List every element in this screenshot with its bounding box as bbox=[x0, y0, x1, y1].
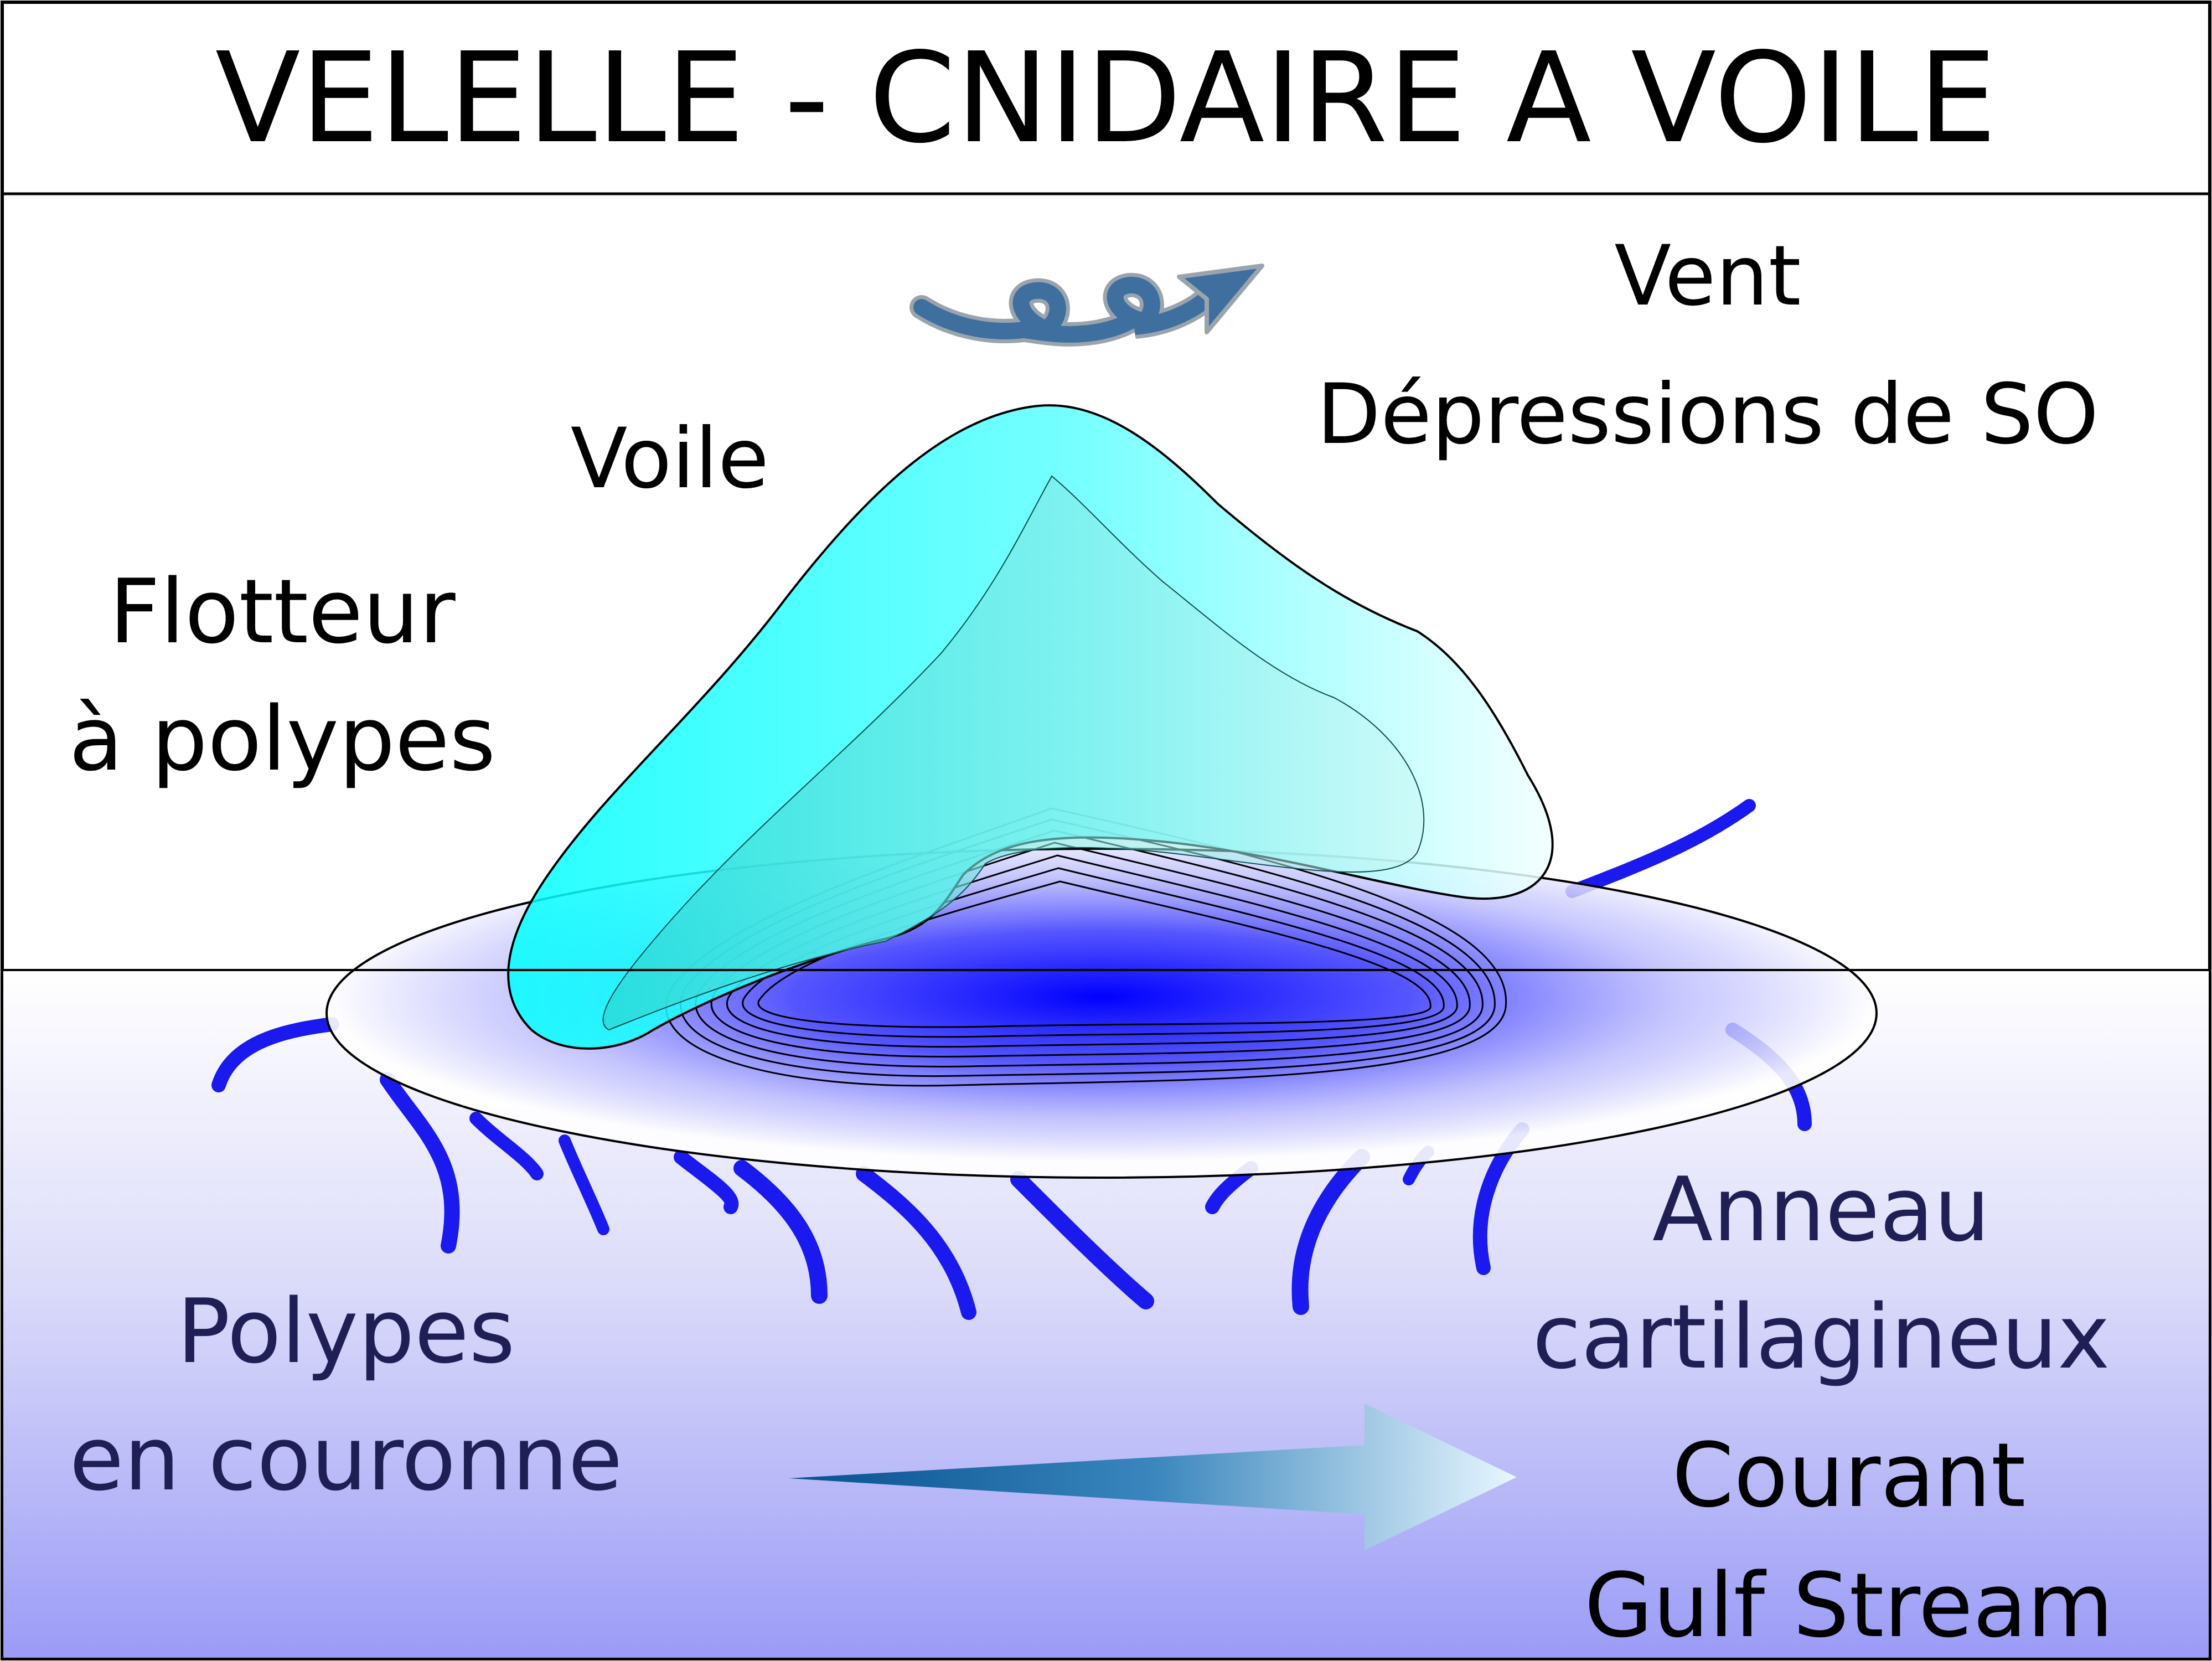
label-a-polypes: à polypes bbox=[69, 687, 496, 791]
diagram-title: VELELLE - CNIDAIRE A VOILE bbox=[215, 26, 1997, 171]
polyp-tentacles bbox=[211, 799, 1812, 1320]
tentacle bbox=[1565, 799, 1756, 898]
tentacle bbox=[1291, 1149, 1370, 1315]
tentacle bbox=[733, 1160, 828, 1304]
label-cartilagineux: cartilagineux bbox=[1532, 1285, 2110, 1389]
label-gulf-stream: Gulf Stream bbox=[1584, 1554, 2113, 1657]
sail-inner-fold bbox=[602, 475, 1425, 1031]
wind-spiral-arrow-icon bbox=[909, 264, 1264, 347]
label-depressions: Dépressions de SO bbox=[1317, 367, 2099, 463]
tentacle bbox=[559, 1134, 609, 1235]
tentacle bbox=[469, 1112, 544, 1180]
tentacle bbox=[1010, 1171, 1154, 1309]
tentacle bbox=[380, 1072, 460, 1254]
label-en-couronne: en couronne bbox=[69, 1407, 622, 1510]
tentacle bbox=[856, 1166, 976, 1320]
tentacle bbox=[674, 1150, 739, 1214]
current-arrow-icon bbox=[789, 1404, 1517, 1550]
label-flotteur: Flotteur bbox=[109, 560, 456, 663]
label-voile: Voile bbox=[571, 411, 769, 507]
label-vent: Vent bbox=[1614, 228, 1801, 324]
tentacle bbox=[211, 1017, 339, 1092]
label-courant: Courant bbox=[1672, 1423, 2026, 1527]
label-polypes: Polypes bbox=[177, 1280, 515, 1383]
ring bbox=[757, 880, 1431, 1028]
label-anneau: Anneau bbox=[1652, 1158, 1990, 1261]
